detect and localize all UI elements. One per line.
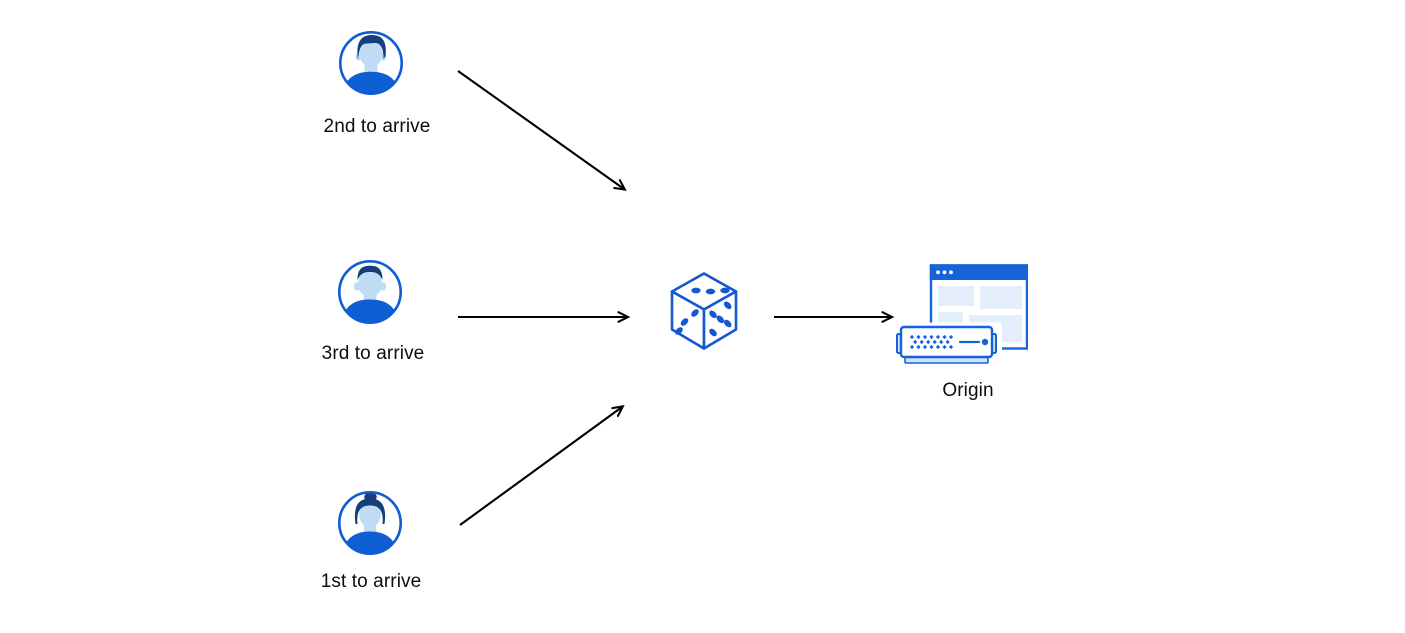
female-avatar-bun-icon: [337, 490, 403, 556]
node-client-first: [337, 490, 403, 556]
arrow-second-to-dice: [457, 70, 627, 191]
node-origin: [896, 264, 1028, 366]
origin-server-icon: [896, 264, 1028, 366]
client-label-second: 2nd to arrive: [323, 116, 431, 137]
node-dice: [669, 271, 739, 351]
node-client-third: [337, 259, 403, 325]
server-vent-dots: [909, 334, 954, 350]
client-label-third: 3rd to arrive: [321, 343, 425, 364]
server-device: [896, 322, 1002, 366]
male-avatar-quiff-icon: [338, 30, 404, 96]
dice-icon: [670, 272, 738, 350]
origin-label: Origin: [942, 380, 994, 401]
node-client-second: [338, 30, 404, 96]
male-avatar-short-hair-icon: [337, 259, 403, 325]
client-label-first: 1st to arrive: [320, 571, 422, 592]
arrow-first-to-dice: [459, 405, 625, 526]
